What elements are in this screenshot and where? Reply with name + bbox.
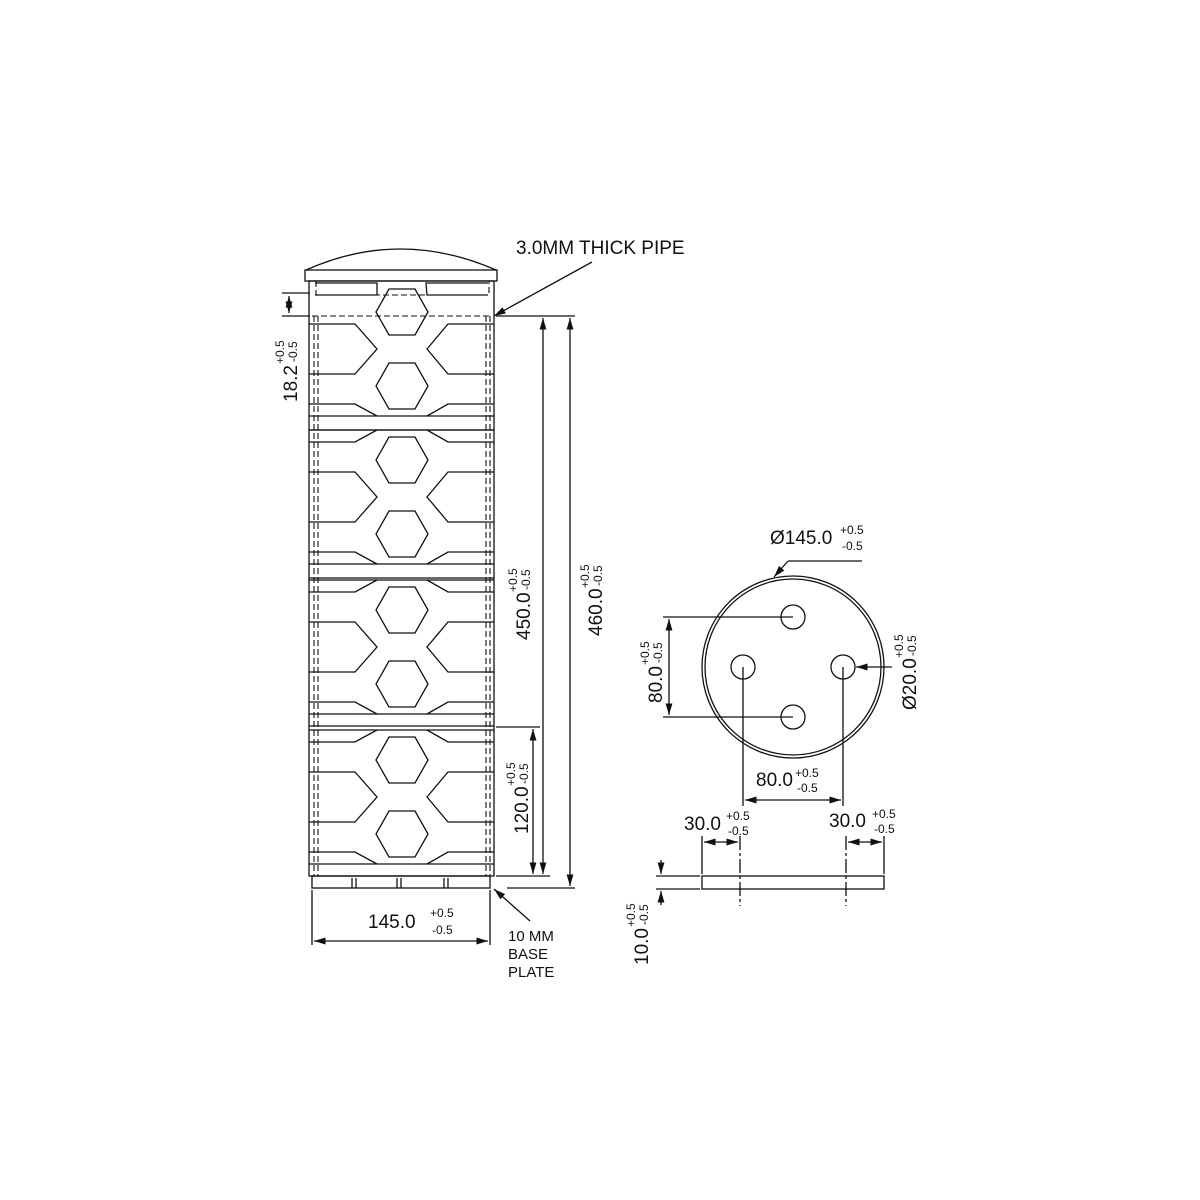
dim-total-height: 460.0 +0.5 -0.5 xyxy=(507,318,607,889)
bar-cutout xyxy=(309,851,378,865)
hex-cutout xyxy=(375,810,429,858)
bar-cutout xyxy=(309,701,378,715)
chevron-cutout-left xyxy=(309,323,378,375)
svg-text:-0.5: -0.5 xyxy=(519,569,533,590)
svg-text:-0.5: -0.5 xyxy=(517,763,531,784)
hex-cutout xyxy=(375,362,429,410)
chevron-cutout-left xyxy=(309,621,378,673)
svg-text:+0.5: +0.5 xyxy=(578,564,592,588)
dim-segment-height: 120.0 +0.5 -0.5 xyxy=(496,726,540,874)
dim-inner-height: 450.0 +0.5 -0.5 xyxy=(496,315,575,877)
bar-cutout xyxy=(426,429,494,443)
svg-text:-0.5: -0.5 xyxy=(905,635,919,656)
bar-cutout xyxy=(426,551,494,565)
svg-text:+0.5: +0.5 xyxy=(795,766,819,780)
svg-text:-0.5: -0.5 xyxy=(651,642,665,663)
base-weld-ticks xyxy=(351,878,449,888)
svg-text:+0.5: +0.5 xyxy=(872,807,896,821)
chevron-cutout-left xyxy=(309,471,378,523)
hex-cutout xyxy=(375,736,429,784)
svg-text:30.0: 30.0 xyxy=(829,811,866,832)
svg-text:-0.5: -0.5 xyxy=(797,781,818,795)
bar-cutout xyxy=(426,403,494,417)
svg-text:120.0: 120.0 xyxy=(512,786,533,834)
svg-text:80.0: 80.0 xyxy=(756,770,793,791)
bar-cutout xyxy=(425,282,488,296)
svg-text:145.0: 145.0 xyxy=(368,912,416,933)
pipe-note: 3.0MM THICK PIPE xyxy=(516,238,685,259)
svg-text:+0.5: +0.5 xyxy=(638,641,652,665)
svg-text:80.0: 80.0 xyxy=(646,666,667,703)
base-note-leader xyxy=(493,888,531,922)
svg-text:+0.5: +0.5 xyxy=(624,903,638,927)
dim-hole-spacing-vertical: 80.0 +0.5 -0.5 xyxy=(638,616,793,718)
chevron-cutout-right xyxy=(426,771,494,823)
svg-text:-0.5: -0.5 xyxy=(874,822,895,836)
dim-hole-diameter: Ø20.0 +0.5 -0.5 xyxy=(856,634,921,710)
svg-text:30.0: 30.0 xyxy=(684,814,721,835)
bollard-front-view xyxy=(304,248,498,889)
chevron-cutout-right xyxy=(426,323,494,375)
cap-dome xyxy=(305,248,497,271)
svg-text:-0.5: -0.5 xyxy=(637,904,651,925)
bar-cutout xyxy=(309,403,378,417)
bar-cutout xyxy=(309,579,378,593)
chevron-cutout-right xyxy=(426,471,494,523)
dim-edge-right: 30.0 +0.5 -0.5 xyxy=(829,807,896,874)
hex-cutout-pattern xyxy=(309,282,494,865)
bar-cutout xyxy=(426,579,494,593)
svg-text:-0.5: -0.5 xyxy=(728,824,749,838)
bar-cutout xyxy=(309,729,378,743)
svg-text:+0.5: +0.5 xyxy=(726,809,750,823)
cap-rim xyxy=(304,269,498,282)
svg-text:Ø145.0: Ø145.0 xyxy=(770,528,832,549)
svg-text:+0.5: +0.5 xyxy=(430,906,454,920)
dim-plate-diameter: Ø145.0 +0.5 -0.5 xyxy=(770,523,864,578)
chevron-cutout-left xyxy=(309,771,378,823)
hex-cutout xyxy=(375,586,429,634)
svg-text:-0.5: -0.5 xyxy=(842,539,863,553)
dim-edge-left: 30.0 +0.5 -0.5 xyxy=(684,809,750,874)
svg-text:+0.5: +0.5 xyxy=(506,568,520,592)
dim-top-offset: 18.2 +0.5 -0.5 xyxy=(273,292,310,402)
hex-cutout xyxy=(375,436,429,484)
dim-pipe-width: 145.0 +0.5 -0.5 xyxy=(311,890,491,945)
hex-cutout xyxy=(375,510,429,558)
chevron-cutout-right xyxy=(426,621,494,673)
bar-cutout xyxy=(309,429,378,443)
bar-cutout xyxy=(426,701,494,715)
base-note: 10 MM BASE PLATE xyxy=(508,928,558,981)
bar-cutout xyxy=(426,851,494,865)
svg-text:460.0: 460.0 xyxy=(586,588,607,636)
dim-hole-spacing-horizontal: 80.0 +0.5 -0.5 xyxy=(742,667,844,806)
dim-plate-thickness: 10.0 +0.5 -0.5 xyxy=(624,860,700,965)
cap-hidden-line xyxy=(315,281,490,296)
bar-cutout xyxy=(309,551,378,565)
hex-cutout xyxy=(375,660,429,708)
hex-cutout xyxy=(375,288,429,336)
svg-text:+0.5: +0.5 xyxy=(273,340,287,364)
base-plate-side-view xyxy=(701,836,885,906)
svg-text:Ø20.0: Ø20.0 xyxy=(900,658,921,710)
svg-text:-0.5: -0.5 xyxy=(432,923,453,937)
bar-cutout xyxy=(315,282,378,296)
pipe-note-leader xyxy=(493,261,593,317)
svg-text:+0.5: +0.5 xyxy=(892,634,906,658)
svg-text:-0.5: -0.5 xyxy=(591,565,605,586)
bar-cutout xyxy=(426,729,494,743)
svg-text:18.2: 18.2 xyxy=(281,365,302,402)
svg-text:+0.5: +0.5 xyxy=(840,523,864,537)
svg-text:450.0: 450.0 xyxy=(514,592,535,640)
svg-text:10.0: 10.0 xyxy=(632,928,653,965)
svg-text:-0.5: -0.5 xyxy=(286,341,300,362)
svg-text:+0.5: +0.5 xyxy=(504,762,518,786)
